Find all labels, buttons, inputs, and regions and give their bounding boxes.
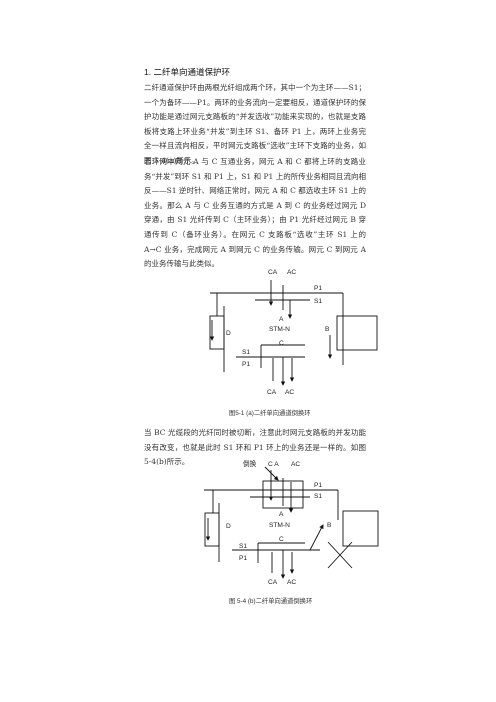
section-heading: 1. 二纤单向通道保护环 xyxy=(144,67,230,77)
paragraph-3: 当 BC 光缆段的光纤同时被切断，注意此时网元支路板的并发功能没有改变，也就是此… xyxy=(144,428,366,467)
fig2-label-s1: S1 xyxy=(314,493,322,500)
figure-2-caption: 图 5-4 (b)二纤单向通道倒换环 xyxy=(229,598,313,605)
figure-1-lines xyxy=(209,280,378,386)
paragraph-1: 二纤通道保护环由两根光纤组成两个环，其中一个为主环——S1；一个为备环——P1。… xyxy=(144,83,366,165)
fig2-label-d: D xyxy=(226,523,231,530)
fig2-label-stm: STM-N xyxy=(269,522,290,529)
fig2-label-c: C xyxy=(279,536,284,543)
fig1-label-stm: STM-N xyxy=(269,326,290,333)
fig2-label-a: A xyxy=(279,511,284,518)
figure-1-caption: 图5-1 (a)二纤单向通道倒换环 xyxy=(229,410,311,417)
fig2-label-bot-ac: AC xyxy=(287,579,296,586)
figure-2-lines xyxy=(204,466,379,579)
fig1-label-bot-ca: CA xyxy=(267,389,277,396)
fig1-label-d: D xyxy=(226,330,231,337)
fig1-label-a: A xyxy=(279,316,284,323)
paragraph-2: 若环网中网元 A 与 C 互通业务，网元 A 和 C 都将上环的支路业务“并发”… xyxy=(144,157,366,269)
fig1-label-b: B xyxy=(325,326,330,333)
fig1-label-p1-low: P1 xyxy=(242,361,250,368)
fig1-label-c: C xyxy=(279,340,284,347)
fig2-label-p1: P1 xyxy=(314,482,322,489)
fig1-label-bot-ac: AC xyxy=(285,389,294,396)
fig1-label-top-ca: CA xyxy=(268,269,278,276)
fig1-label-top-ac: AC xyxy=(287,269,296,276)
fig2-label-switch: 倒换 xyxy=(243,459,257,468)
fig2-label-top-ca: C A xyxy=(268,461,279,468)
fig2-label-top-ac: AC xyxy=(291,461,300,468)
fig2-label-s1-low: S1 xyxy=(239,543,247,550)
fig2-label-b: B xyxy=(327,522,332,529)
fig1-label-s1: S1 xyxy=(314,298,322,305)
fig1-label-p1: P1 xyxy=(314,285,322,292)
fig1-label-s1-low: S1 xyxy=(242,349,250,356)
fig2-label-p1-low: P1 xyxy=(239,555,247,562)
fig2-label-bot-ca: CA xyxy=(268,579,278,586)
